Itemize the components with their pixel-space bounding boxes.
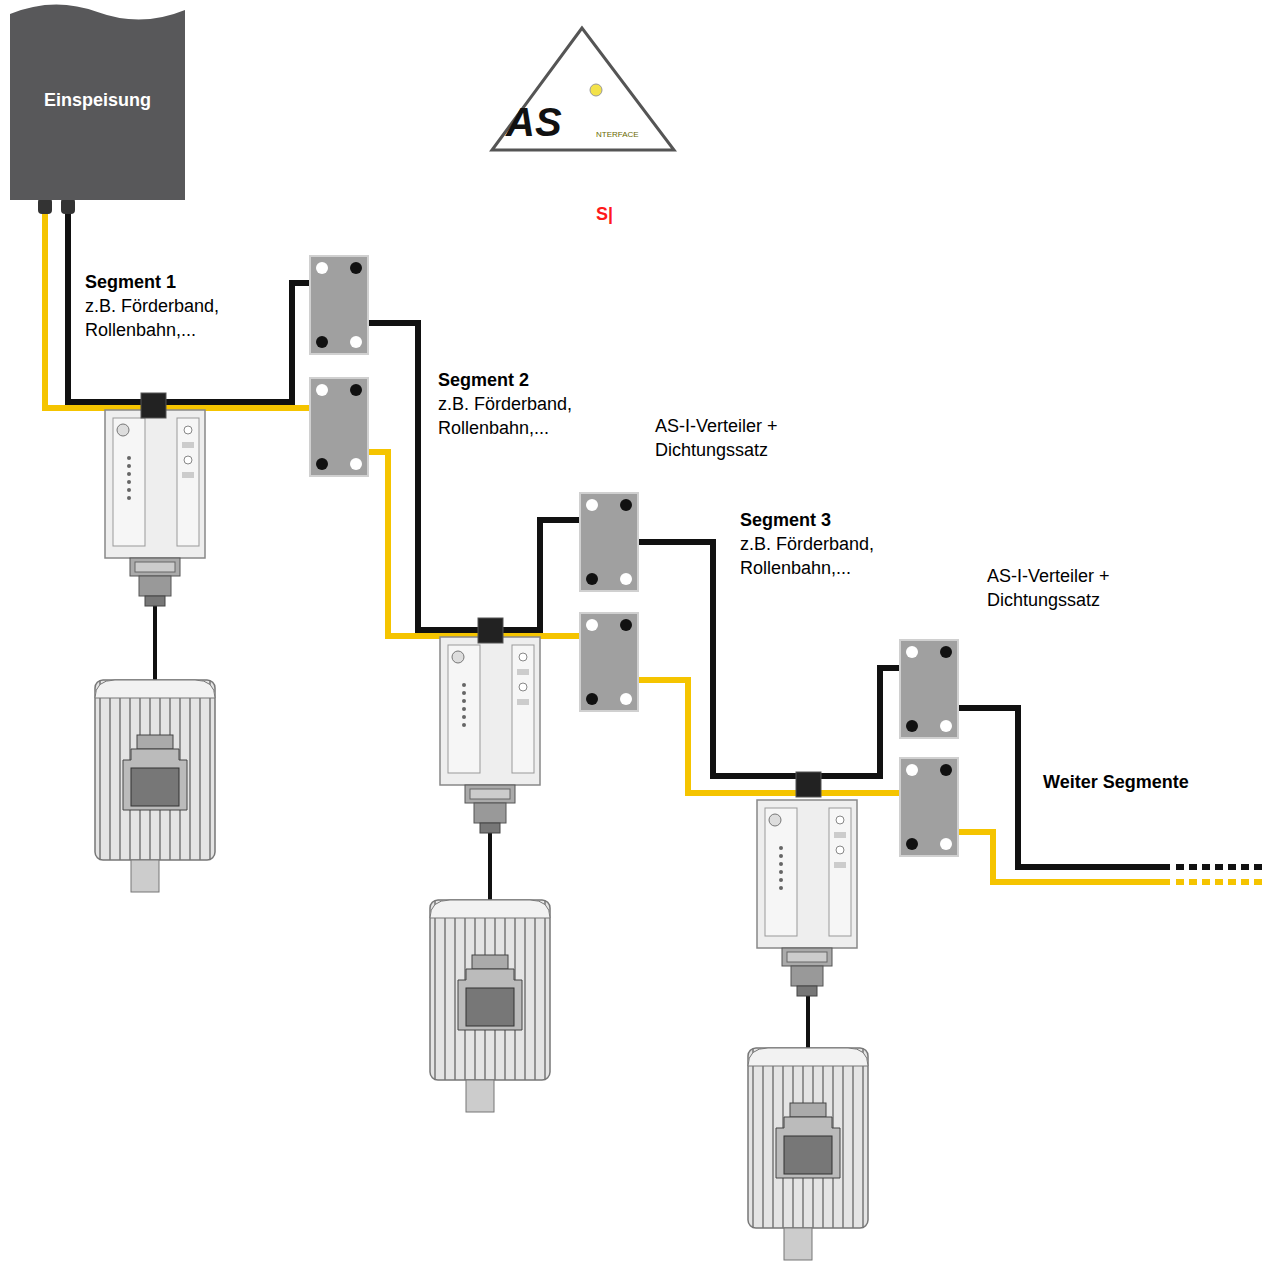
part-label: AS-I-Verteiler + Dichtungssatz	[987, 564, 1167, 612]
drawing-part	[1176, 864, 1262, 870]
module-connector	[141, 393, 166, 418]
module-connector	[796, 772, 821, 797]
distributor	[310, 378, 368, 476]
motor	[748, 1048, 868, 1260]
drawing-part	[492, 28, 674, 150]
distributor	[580, 613, 638, 711]
drawing-part	[958, 832, 1170, 882]
asi-module	[105, 410, 205, 606]
distributor	[900, 758, 958, 856]
asi-module	[757, 800, 857, 996]
drawing-part	[68, 212, 312, 402]
node-label: Einspeisung	[40, 86, 155, 115]
cables	[45, 212, 1262, 1070]
drawing-part	[638, 680, 902, 793]
distributor	[900, 640, 958, 738]
fragment-text: S|	[596, 202, 636, 226]
motor	[95, 680, 215, 892]
segment-title: Segment 3	[740, 508, 920, 532]
module-connector	[478, 618, 503, 643]
cable-gland	[61, 198, 75, 214]
drawing-part	[365, 452, 582, 636]
drawing-part	[365, 323, 582, 630]
asi-logo	[492, 28, 674, 150]
distributor	[310, 256, 368, 354]
asi-module	[440, 637, 540, 833]
motor	[430, 900, 550, 1112]
supply-shape	[10, 4, 185, 200]
drawing-part	[1176, 879, 1262, 885]
segment-note: z.B. Förderband, Rollenbahn,...	[85, 294, 235, 342]
part-label: AS-I-Verteiler + Dichtungssatz	[655, 414, 835, 462]
drawing-part	[590, 84, 602, 96]
drawing-part	[45, 212, 312, 408]
segment-note: z.B. Förderband, Rollenbahn,...	[438, 392, 588, 440]
segment-note: z.B. Förderband, Rollenbahn,...	[740, 532, 890, 580]
cable-gland	[38, 198, 52, 214]
segment-title: Segment 1	[85, 270, 265, 294]
continuation-label: Weiter Segmente	[1043, 770, 1268, 794]
logo-text: AS	[506, 100, 596, 144]
supply-box: Einspeisung	[10, 0, 185, 200]
logo-text: NTERFACE	[596, 130, 656, 140]
segment-title: Segment 2	[438, 368, 618, 392]
distributor	[580, 493, 638, 591]
